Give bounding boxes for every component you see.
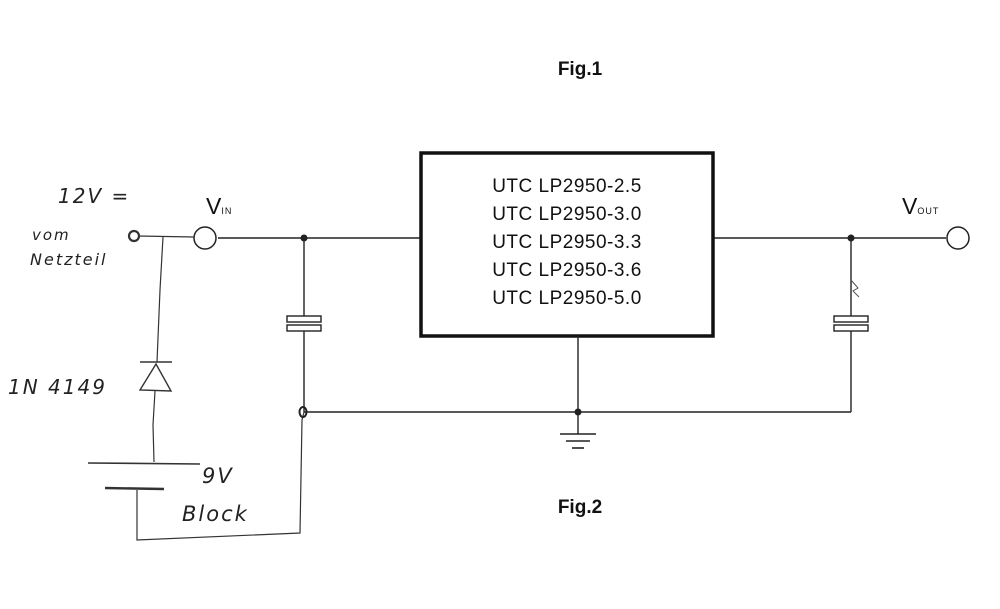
supply-terminal [127,229,141,243]
battery-type-label: Block [182,502,249,526]
diode-symbol [138,361,173,392]
battery-voltage-label: 9V [202,464,234,488]
diode-cathode-wire [152,390,156,463]
supply-source-label-line1: vom [32,226,71,244]
output-junction-dot [847,234,855,242]
battery-symbol [87,462,201,491]
return-junction-mark [298,406,308,418]
input-capacitor [286,238,322,412]
output-capacitor [833,238,869,412]
diode-part-label: 1N 4149 [8,375,107,399]
vin-terminal [193,226,217,250]
regulator-box [419,151,715,338]
fig2-label: Fig.2 [558,497,602,518]
vout-terminal [946,226,970,250]
supply-wire [137,235,195,238]
supply-voltage-label: 12V = [58,184,130,208]
part-number-5-0: UTC LP2950-5.0 [492,288,642,309]
fig1-label: Fig.1 [558,59,603,80]
part-number-3-0: UTC LP2950-3.0 [492,204,642,225]
input-junction-dot [300,234,308,242]
supply-source-label-line2: Netzteil [30,250,108,269]
part-number-3-3: UTC LP2950-3.3 [492,232,642,253]
ground-junction-dot [574,408,582,416]
part-number-3-6: UTC LP2950-3.6 [492,260,642,281]
ground-symbol [560,433,596,449]
regulator-part-list: UTC LP2950-2.5 UTC LP2950-3.0 UTC LP2950… [492,176,642,309]
pencil-mark [850,279,860,298]
vin-label: VIN [206,193,232,219]
diode-anode-wire [156,236,164,363]
part-number-2-5: UTC LP2950-2.5 [492,176,642,197]
vout-label: VOUT [902,193,939,219]
